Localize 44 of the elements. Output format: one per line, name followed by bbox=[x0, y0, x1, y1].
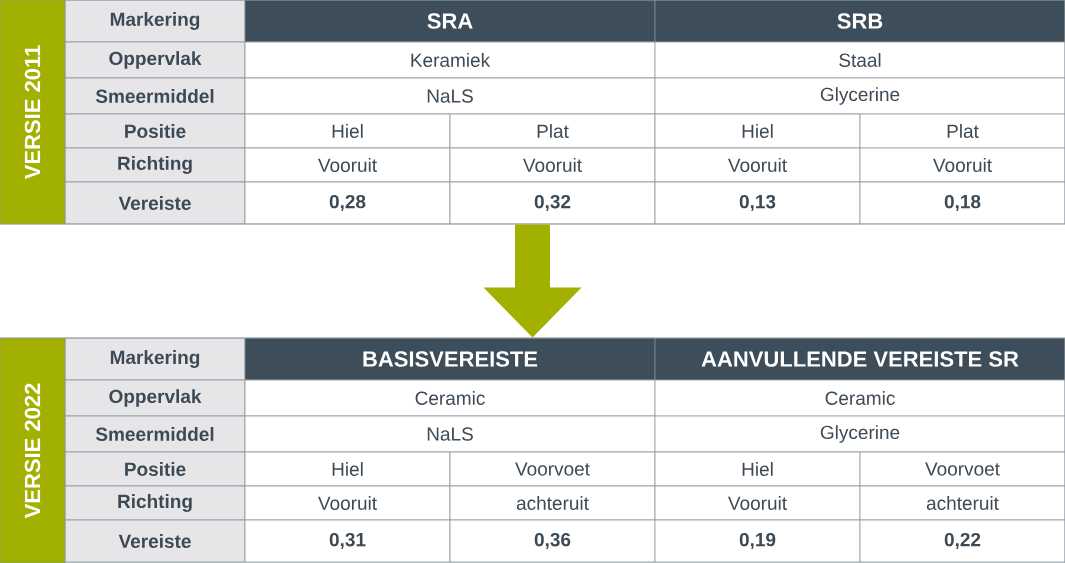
table-cell: Vooruit bbox=[244, 147, 451, 183]
table-cell: Vooruit bbox=[859, 147, 1065, 183]
table-cell: Vooruit bbox=[654, 147, 861, 183]
table-cell: 0,22 bbox=[859, 519, 1065, 563]
table-cell: Plat bbox=[449, 113, 656, 149]
header-cell: SRA bbox=[244, 0, 656, 43]
table-cell: Plat bbox=[859, 113, 1065, 149]
header-cell: BASISVEREISTE bbox=[244, 337, 656, 381]
table-cell: 0,31 bbox=[244, 519, 451, 563]
table-cell: Smeermiddel bbox=[64, 77, 246, 115]
header-cell: AANVULLENDE VEREISTE SR bbox=[654, 337, 1065, 381]
header-cell: SRB bbox=[654, 0, 1065, 43]
table-cell: Vooruit bbox=[449, 147, 656, 183]
table-cell: Oppervlak bbox=[64, 41, 246, 79]
table-cell: Smeermiddel bbox=[64, 415, 246, 453]
table-cell: Keramiek bbox=[244, 41, 656, 79]
table-cell: Hiel bbox=[244, 451, 451, 487]
table-cell: Oppervlak bbox=[64, 379, 246, 417]
table-cell: Vooruit bbox=[244, 485, 451, 521]
table-cell: Hiel bbox=[244, 113, 451, 149]
table-cell: 0,19 bbox=[654, 519, 861, 563]
table-cell: Hiel bbox=[654, 451, 861, 487]
table-cell: Positie bbox=[64, 451, 246, 487]
table-cell: achteruit bbox=[449, 485, 656, 521]
table-cell: 0,18 bbox=[859, 181, 1065, 225]
table-cell: Staal bbox=[654, 41, 1065, 79]
table-cell: Vooruit bbox=[654, 485, 861, 521]
table-cell: Richting bbox=[64, 485, 246, 521]
table-cell: Markering bbox=[64, 0, 246, 43]
table-cell: Voorvoet bbox=[449, 451, 656, 487]
table-cell: achteruit bbox=[859, 485, 1065, 521]
table-cell: Ceramic bbox=[244, 379, 656, 417]
table-cell: Markering bbox=[64, 337, 246, 381]
table-cell: 0,28 bbox=[244, 181, 451, 225]
table-cell: 0,36 bbox=[449, 519, 656, 563]
table-cell: 0,32 bbox=[449, 181, 656, 225]
table-cell: Vereiste bbox=[64, 519, 246, 563]
table-cell: Voorvoet bbox=[859, 451, 1065, 487]
table-cell: Positie bbox=[64, 113, 246, 149]
table-cell: Ceramic bbox=[654, 379, 1065, 417]
table-cell: Vereiste bbox=[64, 181, 246, 225]
table-cell: 0,13 bbox=[654, 181, 861, 225]
table-cell: Hiel bbox=[654, 113, 861, 149]
table-cell: Richting bbox=[64, 147, 246, 183]
